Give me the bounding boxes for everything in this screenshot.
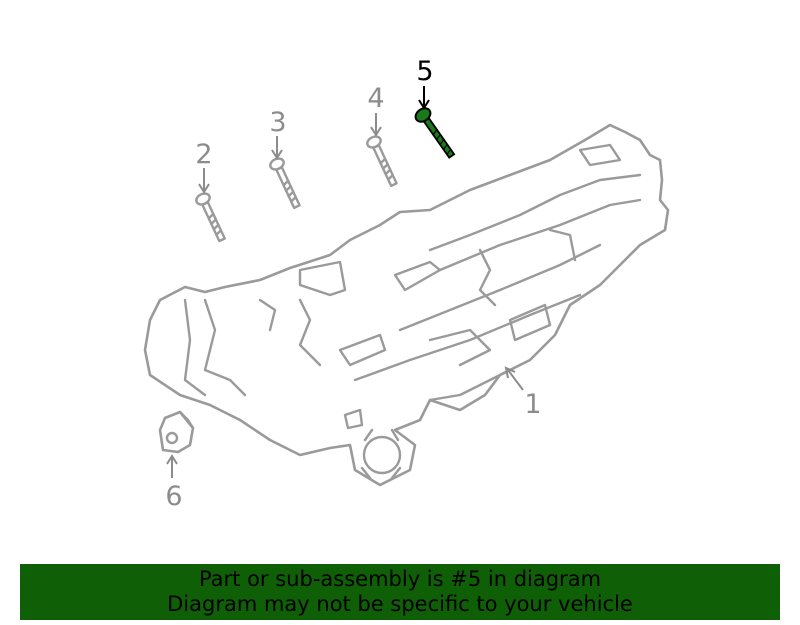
callout-5: 5: [416, 56, 433, 87]
bolt-part-3[interactable]: [269, 157, 304, 210]
callout-2: 2: [195, 139, 212, 170]
bolt-part-4[interactable]: [366, 135, 401, 188]
callout-3: 3: [269, 107, 286, 138]
leader-lines: [166, 86, 524, 478]
transmission-assembly[interactable]: [143, 123, 670, 487]
info-banner: Part or sub-assembly is #5 in diagram Di…: [20, 564, 780, 620]
banner-line-disclaimer: Diagram may not be specific to your vehi…: [167, 592, 633, 616]
sensor-part-6[interactable]: [158, 410, 195, 454]
callout-1: 1: [524, 389, 541, 420]
banner-line-part: Part or sub-assembly is #5 in diagram: [198, 567, 602, 591]
callout-4: 4: [367, 83, 384, 114]
callout-6: 6: [165, 481, 182, 512]
bolt-part-2[interactable]: [195, 192, 229, 243]
bolt-part-5-highlighted[interactable]: [413, 105, 458, 160]
parts-diagram: 2 3 4 5 6 1: [143, 56, 670, 512]
